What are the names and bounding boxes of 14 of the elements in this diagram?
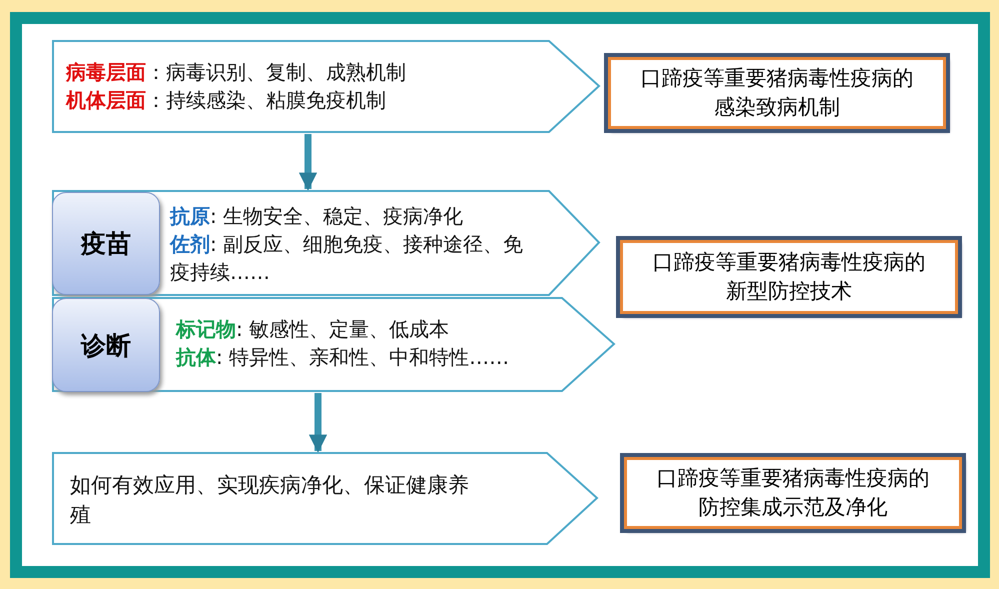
description-text: 如何有效应用、实现疾病净化、保证健康养殖 xyxy=(70,472,470,529)
description-text: 机体层面：持续感染、粘膜免疫机制 xyxy=(66,87,387,114)
description-text: 病毒层面：病毒识别、复制、成熟机制 xyxy=(66,59,407,86)
box-text: 口蹄疫等重要猪病毒性疫病的防控集成示范及净化 xyxy=(656,465,930,521)
category-button: 疫苗 xyxy=(52,192,160,295)
box-text: 口蹄疫等重要猪病毒性疫病的感染致病机制 xyxy=(640,65,914,121)
description-text: 佐剂: 副反应、细胞免疫、接种途径、免疫持续…… xyxy=(170,231,524,286)
description-text: 标记物: 敏感性、定量、低成本 xyxy=(176,316,450,343)
arrow xyxy=(308,393,328,453)
box-text: 口蹄疫等重要猪病毒性疫病的新型防控技术 xyxy=(652,249,926,305)
description-text: 抗体: 特异性、亲和性、中和特性…… xyxy=(176,344,510,371)
description-text: 抗原: 生物安全、稳定、疫病净化 xyxy=(170,203,464,230)
category-button: 诊断 xyxy=(52,298,160,392)
arrow xyxy=(298,134,318,191)
